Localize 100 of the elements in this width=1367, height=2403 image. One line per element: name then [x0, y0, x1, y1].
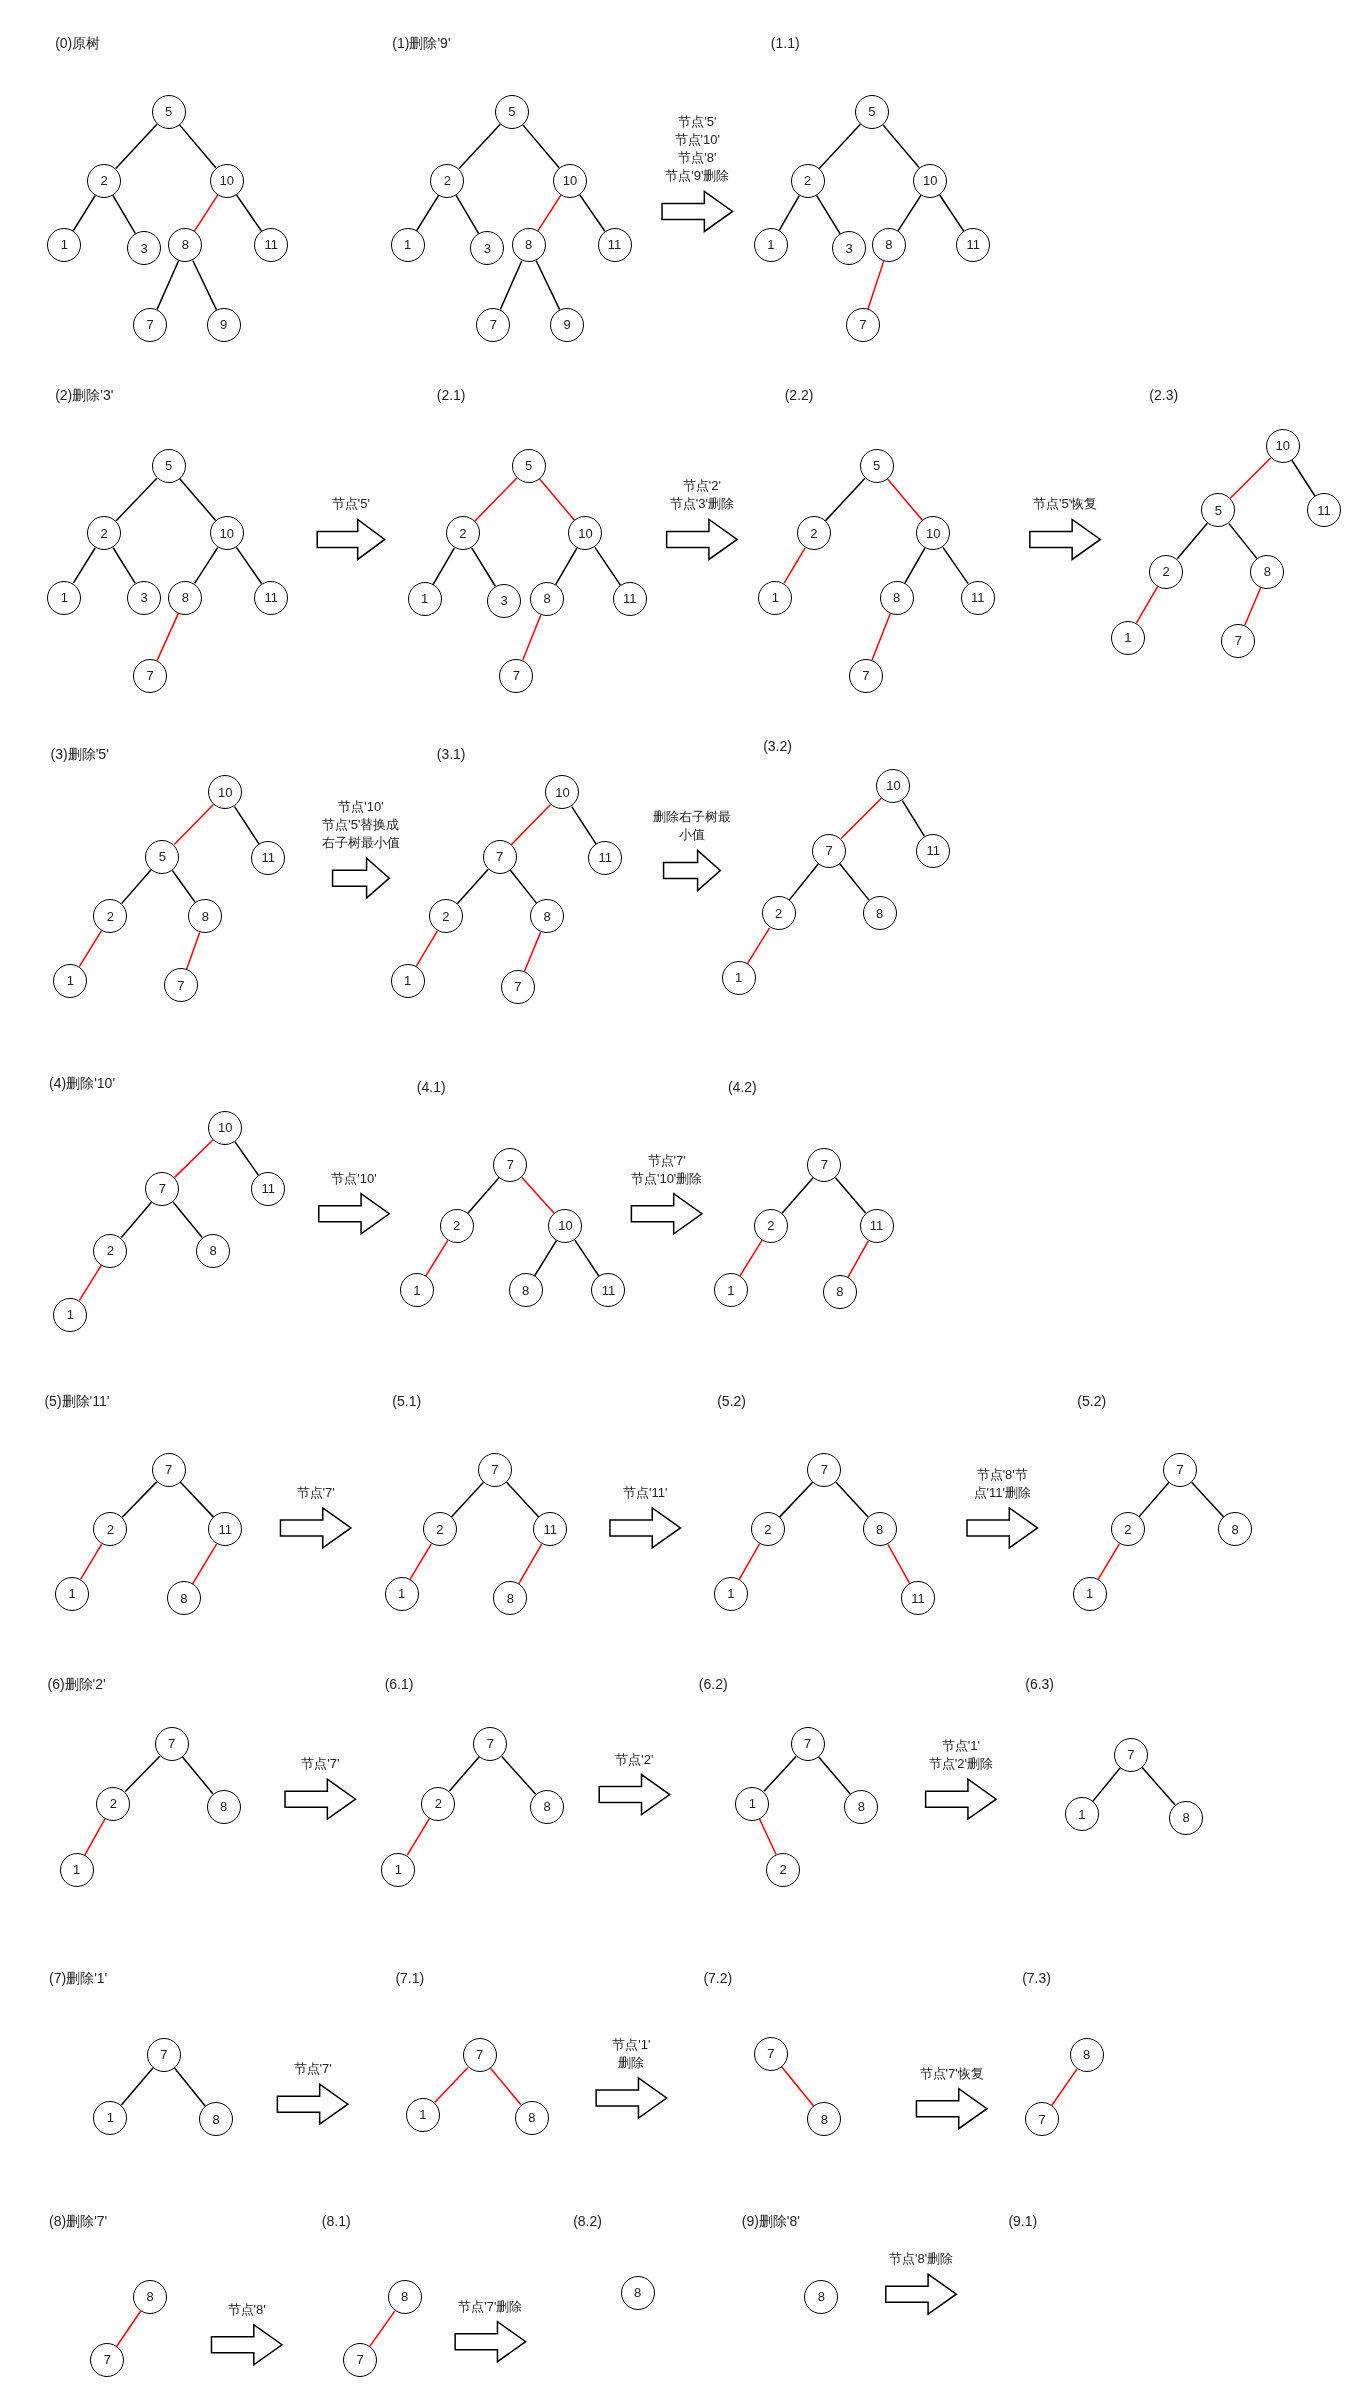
panel-title: (6.1) [384, 1675, 414, 1694]
tree-edge [501, 1755, 537, 1795]
tree-edge [72, 194, 96, 232]
block-arrow [331, 856, 391, 900]
tree-edge [1228, 522, 1258, 560]
tree-edge [938, 194, 965, 232]
panel-title: (3.1) [436, 744, 466, 763]
tree-edge [520, 1176, 555, 1215]
tree-node: 1 [1064, 1797, 1099, 1832]
tree-node: 7 [1163, 1452, 1197, 1487]
tree-node: 8 [807, 2102, 842, 2137]
tree-node: 11 [1307, 493, 1342, 528]
tree-node: 11 [916, 833, 951, 868]
block-arrow [279, 1506, 353, 1550]
tree-edge [173, 2067, 207, 2107]
block-arrow [966, 1506, 1039, 1550]
tree-node: 10 [209, 516, 244, 551]
tree-edge [84, 1817, 106, 1856]
tree-edge [415, 930, 438, 967]
tree-edge [473, 477, 518, 522]
tree-node: 7 [151, 1452, 186, 1487]
tree-node: 1 [714, 1273, 748, 1308]
block-arrow [595, 2076, 668, 2120]
tree-node: 1 [55, 1576, 89, 1611]
panel-title: (9)删除'8' [741, 2211, 800, 2230]
tree-node: 2 [93, 1233, 128, 1268]
tree-node: 3 [127, 231, 162, 266]
tree-node: 1 [59, 1852, 94, 1887]
tree-node: 8 [804, 2280, 839, 2315]
panel-title: (8.2) [573, 2211, 602, 2230]
tree-edge [433, 2066, 469, 2104]
tree-node: 5 [494, 94, 529, 129]
tree-node: 2 [753, 1209, 788, 1243]
tree-node: 8 [822, 1274, 857, 1309]
tree-edge [522, 614, 542, 661]
tree-edge [835, 1481, 869, 1518]
panel-title: (5.2) [717, 1391, 746, 1410]
tree-node: 11 [612, 582, 647, 617]
tree-edge [738, 1543, 761, 1580]
tree-node: 7 [753, 2036, 788, 2071]
tree-node: 8 [493, 1581, 528, 1616]
tree-node: 8 [620, 2275, 655, 2310]
tree-node: 8 [133, 2280, 168, 2315]
tree-edge [467, 1176, 500, 1214]
panel-title: (5)删除'11' [44, 1391, 110, 1410]
tree-node: 8 [196, 1233, 230, 1268]
tree-node: 2 [421, 1786, 456, 1821]
tree-edge [406, 1817, 431, 1856]
tree-edge [1135, 585, 1159, 624]
tree-edge [1138, 1481, 1170, 1518]
tree-node: 8 [871, 228, 906, 263]
panel-title: (3.2) [763, 737, 792, 756]
tree-node: 1 [390, 228, 425, 263]
tree-node: 1 [53, 963, 88, 998]
tree-node: 7 [476, 307, 511, 342]
tree-node: 3 [127, 580, 162, 615]
tree-node: 8 [511, 228, 546, 263]
tree-node: 11 [859, 1209, 894, 1243]
tree-node: 8 [199, 2102, 234, 2137]
tree-node: 7 [500, 969, 535, 1004]
tree-edge [746, 927, 771, 965]
tree-node: 7 [90, 2343, 125, 2378]
tree-node: 2 [87, 516, 122, 551]
tree-node: 5 [511, 448, 546, 483]
tree-node: 7 [133, 658, 168, 693]
tree-node: 7 [812, 833, 847, 868]
block-arrow [210, 2323, 284, 2367]
tree-edge [1051, 2068, 1078, 2107]
tree-edge [763, 1755, 797, 1792]
tree-node: 7 [343, 2343, 378, 2378]
tree-edge [1141, 1766, 1176, 1806]
tree-edge [234, 1141, 260, 1177]
tree-edge [886, 478, 924, 522]
tree-node: 1 [399, 1273, 434, 1308]
panel-title: (7)删除'1' [49, 1969, 108, 1988]
tree-edge [574, 1239, 600, 1277]
tree-edge [778, 1481, 814, 1518]
tree-edge [897, 194, 922, 232]
tree-edge [193, 546, 219, 585]
panel-title: (9.1) [1008, 2211, 1038, 2230]
tree-edge [191, 1543, 218, 1585]
tree-edge [470, 547, 497, 587]
tree-edge [554, 547, 578, 586]
panel-title: (2)删除'3' [55, 386, 114, 405]
tree-node: 2 [796, 516, 831, 551]
tree-node: 10 [553, 163, 588, 198]
tree-node: 8 [188, 899, 223, 934]
tree-edge [523, 931, 542, 972]
tree-node: 2 [761, 896, 796, 931]
tree-edge [509, 869, 538, 904]
tree-edge [179, 1481, 215, 1518]
tree-edge [116, 2310, 142, 2347]
tree-node: 1 [47, 580, 82, 615]
tree-edge [818, 123, 862, 170]
tree-node: 1 [53, 1297, 88, 1332]
tree-node: 8 [1169, 1800, 1204, 1835]
tree-node: 2 [93, 1512, 128, 1547]
tree-node: 7 [1221, 623, 1256, 658]
tree-node: 10 [916, 516, 951, 551]
tree-node: 10 [548, 1209, 583, 1243]
